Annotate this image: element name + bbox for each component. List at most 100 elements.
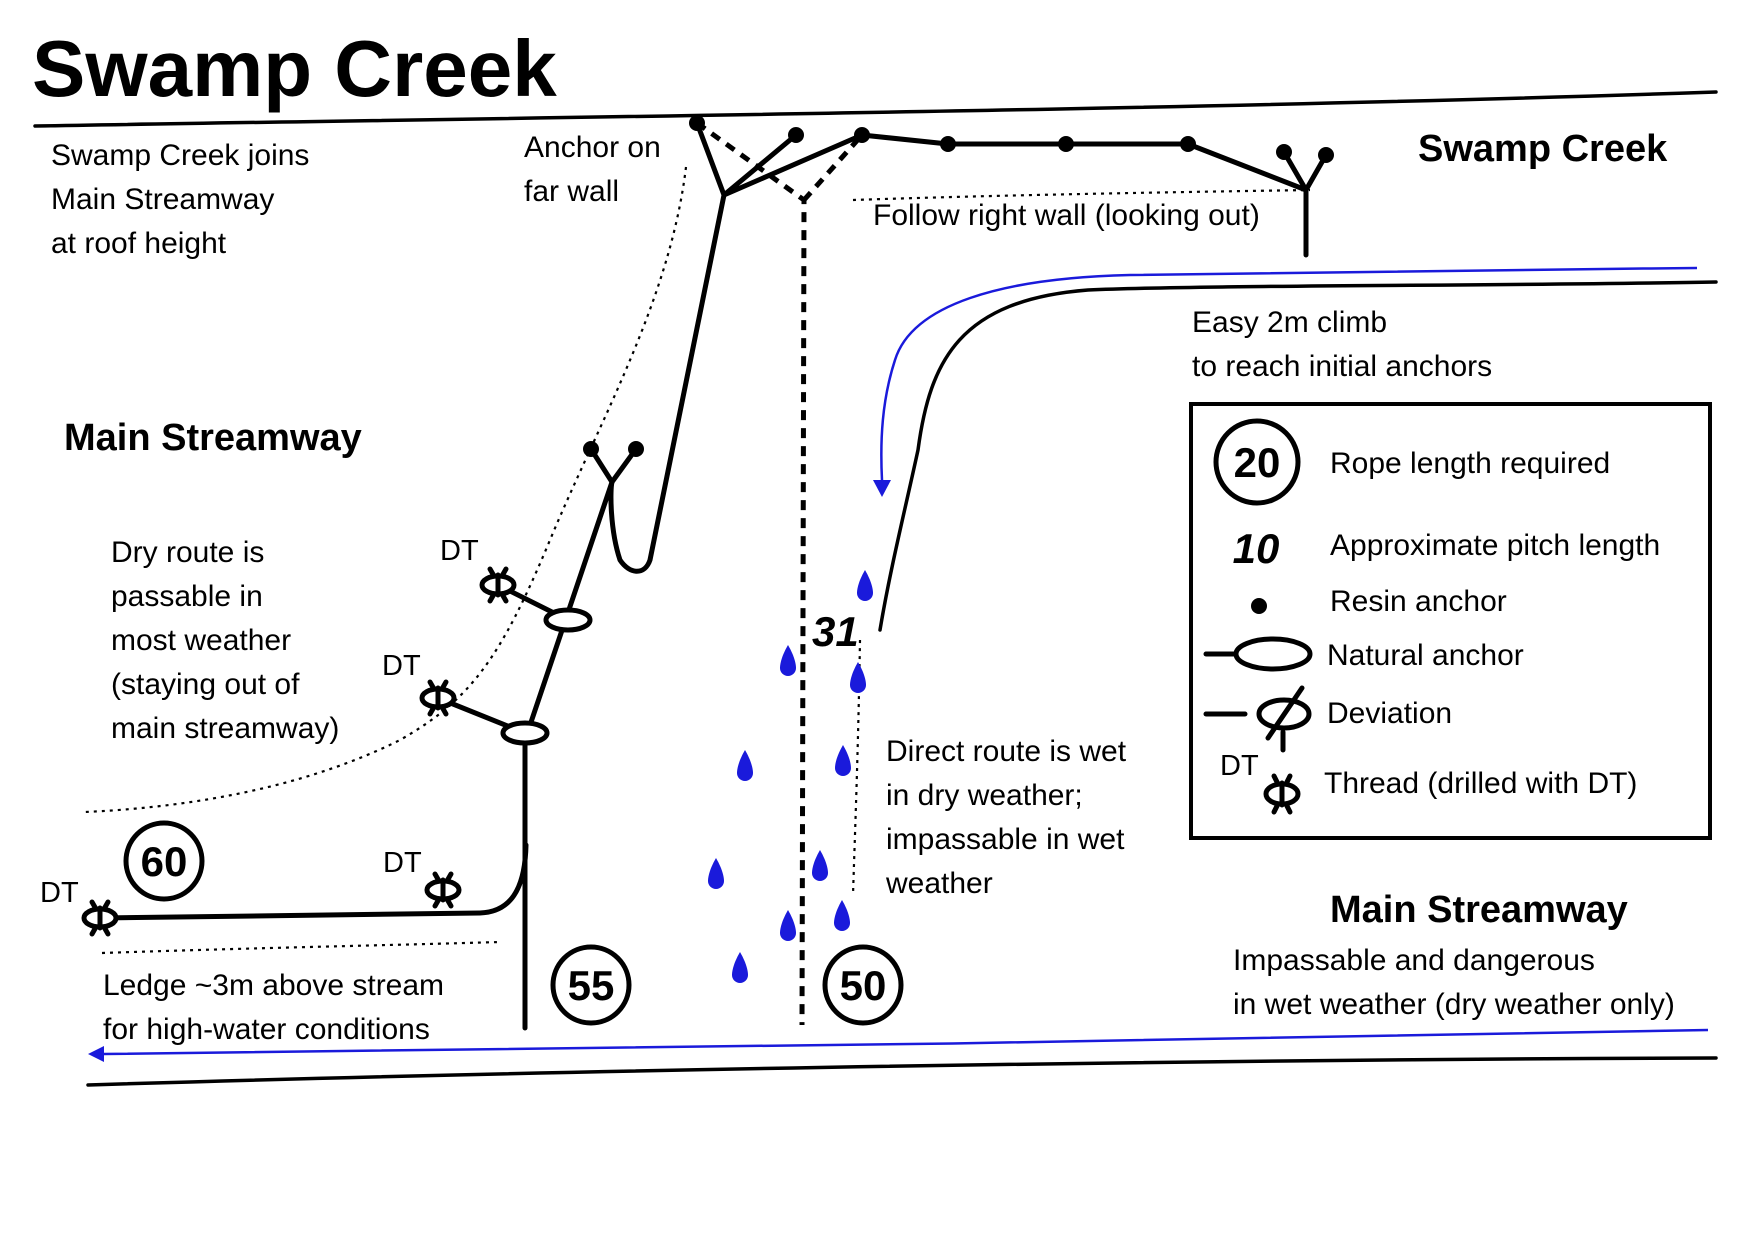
swamp-creek-lower-wall xyxy=(878,280,1718,632)
thread-label: DT xyxy=(40,877,79,909)
natural-anchor-icon xyxy=(1233,636,1313,672)
legend-pitch-length-symbol: 10 xyxy=(1233,525,1280,572)
note-line: (staying out of xyxy=(111,668,300,701)
resin-anchor-icon xyxy=(854,127,870,143)
follow-right-wall-note: Follow right wall (looking out) xyxy=(873,199,1260,232)
easy-climb-note: Easy 2m climb to reach initial anchors xyxy=(1192,306,1492,383)
resin-anchor-icon xyxy=(1058,136,1074,152)
dry-route-note: Dry route is passable in most weather (s… xyxy=(111,536,339,745)
resin-anchor-icon xyxy=(1180,136,1196,152)
junction-note: Swamp Creek joins Main Streamway at roof… xyxy=(51,139,309,260)
direct-route-note: Direct route is wet in dry weather; impa… xyxy=(885,735,1127,900)
diagram-title: Swamp Creek xyxy=(32,24,557,113)
main-streamway-flow-arrowhead xyxy=(88,1046,104,1062)
water-drop-icon xyxy=(850,662,866,693)
legend: 20 Rope length required 10 Approximate p… xyxy=(1189,402,1712,840)
ledge-rope-line xyxy=(97,842,529,921)
rope-length-value: 55 xyxy=(568,962,615,1009)
note-line: Main Streamway xyxy=(51,183,274,216)
note-line: Anchor on xyxy=(524,131,661,164)
rope-length-badge: 55 xyxy=(550,944,632,1026)
water-drop-icon xyxy=(737,750,753,781)
note-line: Direct route is wet xyxy=(886,735,1127,768)
note-line: far wall xyxy=(524,175,619,208)
roof-wall-line xyxy=(33,90,1718,128)
swamp-creek-heading: Swamp Creek xyxy=(1418,128,1668,170)
top-traverse-line xyxy=(859,132,1309,258)
note-line: Impassable and dangerous xyxy=(1233,944,1595,977)
main-streamway-flow-arrow xyxy=(103,1028,1709,1056)
resin-anchor-icon xyxy=(583,441,599,457)
follow-right-wall-dotted-line xyxy=(852,188,1311,202)
note-line: in wet weather (dry weather only) xyxy=(1233,988,1675,1021)
rope-length-badge: 60 xyxy=(123,820,205,902)
far-wall-dashed-line xyxy=(802,133,864,202)
legend-natural-anchor-label: Natural anchor xyxy=(1327,639,1524,672)
thread-icon xyxy=(479,566,517,604)
thread-icon xyxy=(1263,773,1301,815)
note-line: most weather xyxy=(111,624,291,657)
legend-rope-length-badge xyxy=(1213,418,1301,506)
note-line: Easy 2m climb xyxy=(1192,306,1387,339)
legend-deviation-label: Deviation xyxy=(1327,697,1452,730)
far-wall-traverse-line xyxy=(721,132,865,198)
water-drop-icon xyxy=(834,900,850,931)
legend-rope-length-label: Rope length required xyxy=(1330,447,1610,480)
water-drop-icon xyxy=(780,645,796,676)
rope-length-badge: 50 xyxy=(822,944,904,1026)
resin-anchor-icon xyxy=(1276,144,1292,160)
legend-pitch-length-label: Approximate pitch length xyxy=(1330,529,1660,562)
note-line: in dry weather; xyxy=(886,779,1083,812)
resin-anchor-icon xyxy=(1251,598,1267,614)
swamp-creek-flow-arrow xyxy=(880,266,1698,481)
anchor-far-wall-note: Anchor on far wall xyxy=(524,131,661,208)
main-streamway-heading-lower: Main Streamway xyxy=(1330,889,1628,931)
ledge-dotted-line xyxy=(101,940,501,955)
floor-wall-line xyxy=(86,1056,1718,1087)
main-streamway-warning-note: Impassable and dangerous in wet weather … xyxy=(1233,944,1675,1021)
note-line: for high-water conditions xyxy=(103,1013,430,1046)
resin-anchor-icon xyxy=(689,115,705,131)
thread-icon xyxy=(81,899,119,937)
note-line: main streamway) xyxy=(111,712,339,745)
rope-length-value: 50 xyxy=(840,962,887,1009)
thread-label: DT xyxy=(383,847,422,879)
resin-anchor-icon xyxy=(1318,147,1334,163)
deviation-icon xyxy=(1203,685,1312,753)
natural-anchor-icon xyxy=(500,720,550,746)
water-drop-icon xyxy=(812,850,828,881)
water-drop-icon xyxy=(732,952,748,983)
pitch-length-label: 31 xyxy=(812,608,859,655)
y-hang-mid xyxy=(588,446,639,485)
note-line: Swamp Creek joins xyxy=(51,139,309,172)
note-line: at roof height xyxy=(51,227,227,260)
resin-anchor-icon xyxy=(788,127,804,143)
water-drop-icon xyxy=(835,745,851,776)
legend-thread-symbol: DT xyxy=(1220,750,1259,782)
thread-label: DT xyxy=(382,650,421,682)
note-line: passable in xyxy=(111,580,263,613)
note-line: Dry route is xyxy=(111,536,264,569)
note-line: impassable in wet xyxy=(886,823,1125,856)
resin-anchors xyxy=(583,115,1334,457)
water-drop-icon xyxy=(708,858,724,889)
thread-label: DT xyxy=(440,535,479,567)
water-drops xyxy=(708,570,873,983)
legend-rope-length-symbol: 20 xyxy=(1234,439,1281,486)
main-rope-line xyxy=(522,120,727,1031)
main-streamway-heading-upper: Main Streamway xyxy=(64,417,362,459)
ledge-note: Ledge ~3m above stream for high-water co… xyxy=(103,969,444,1046)
legend-resin-anchor-label: Resin anchor xyxy=(1330,585,1507,618)
water-drop-icon xyxy=(780,910,796,941)
legend-thread-label: Thread (drilled with DT) xyxy=(1324,767,1637,800)
thread-icon xyxy=(424,871,462,909)
rope-length-value: 60 xyxy=(141,838,188,885)
swamp-creek-flow-arrowhead xyxy=(873,480,891,497)
resin-anchor-icon xyxy=(940,136,956,152)
thread-icon xyxy=(419,679,457,717)
water-drop-icon xyxy=(857,570,873,601)
resin-anchor-icon xyxy=(628,441,644,457)
note-line: to reach initial anchors xyxy=(1192,350,1492,383)
note-line: weather xyxy=(885,867,993,900)
